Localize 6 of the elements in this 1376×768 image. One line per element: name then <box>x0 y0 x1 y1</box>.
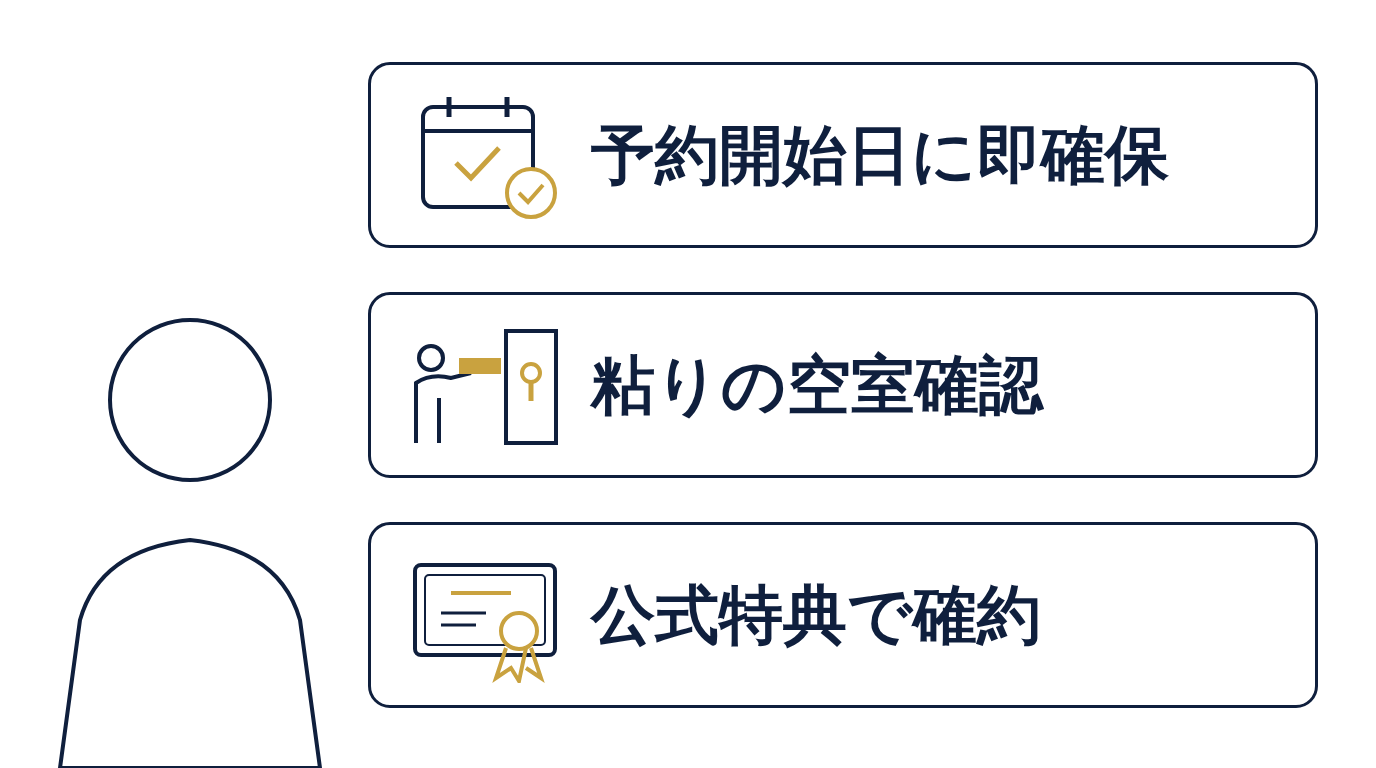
rounded-card <box>368 522 1318 708</box>
card-heading: 公式特典で確約 <box>591 576 1041 654</box>
rounded-card <box>368 292 1318 478</box>
rounded-card <box>368 62 1318 248</box>
card-heading: 予約開始日に即確保 <box>591 116 1169 194</box>
card-heading: 粘りの空室確認 <box>591 346 1043 424</box>
